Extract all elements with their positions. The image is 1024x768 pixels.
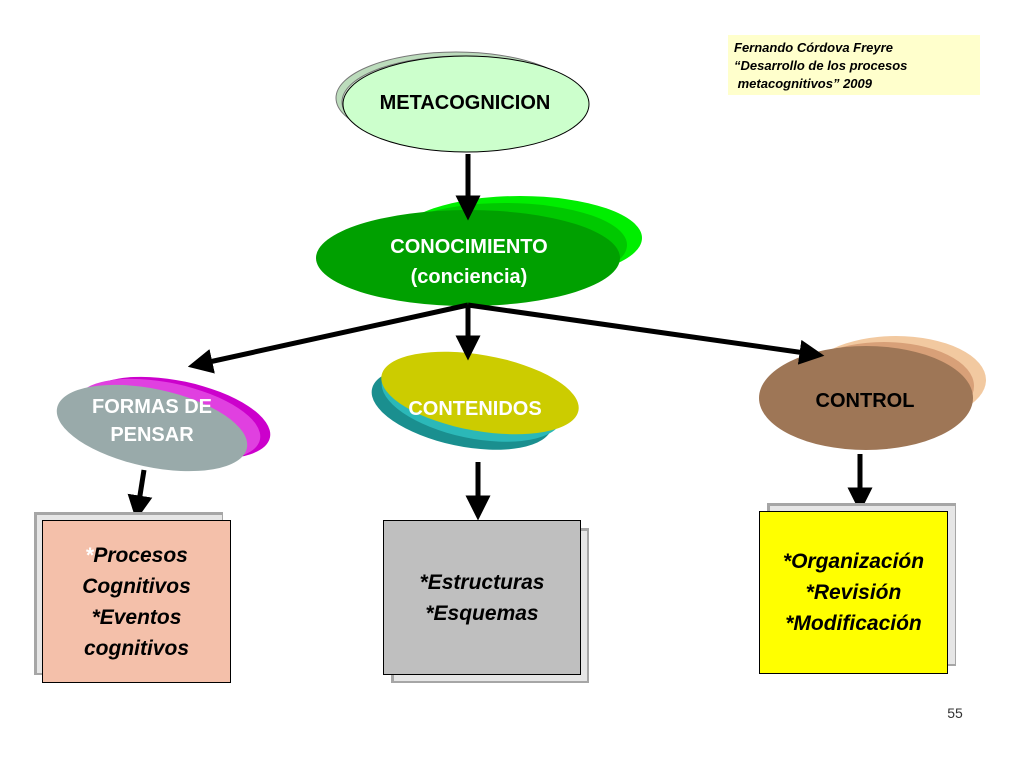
conocimiento-node	[316, 196, 642, 306]
conocimiento-label: CONOCIMIENTO (conciencia)	[316, 232, 622, 292]
metacognicion-label: METACOGNICION	[379, 92, 551, 114]
page-number: 55	[947, 705, 963, 721]
control-label: CONTROL	[815, 390, 915, 412]
citation-author: Fernando Córdova Freyre	[734, 40, 893, 55]
arrow-formas-to-box	[127, 469, 153, 521]
formas-label-line2: PENSAR	[110, 424, 194, 446]
box-procesos-star: *	[85, 543, 94, 567]
formas-label-line1: FORMAS DE	[92, 396, 212, 418]
citation-title-line2: metacognitivos” 2009	[734, 76, 872, 91]
contenidos-label: CONTENIDOS	[408, 398, 542, 420]
box-procesos-line2: Cognitivos	[82, 574, 191, 598]
box-estructuras: *Estructuras *Esquemas	[383, 520, 581, 675]
conocimiento-label-line2: (conciencia)	[410, 266, 528, 288]
connectors	[127, 154, 873, 521]
conocimiento-label-line1: CONOCIMIENTO	[390, 236, 548, 258]
formas-label: FORMAS DE PENSAR	[52, 393, 252, 449]
arrow-conocimiento-to-formas	[187, 302, 469, 374]
box-procesos-word: Procesos	[93, 543, 188, 567]
box-organizacion: *Organización *Revisión *Modificación	[759, 511, 948, 674]
box-procesos-line1: *Procesos	[85, 540, 188, 571]
control-node	[759, 336, 986, 450]
box-estructuras-line1: *Estructuras	[419, 570, 545, 594]
box-procesos-line3: *Eventos	[91, 605, 182, 629]
box-organizacion-line2: *Revisión	[805, 581, 902, 604]
box-organizacion-line3: *Modificación	[785, 612, 922, 635]
box-procesos: *Procesos Cognitivos *Eventos cognitivos	[42, 520, 231, 683]
formas-node	[56, 376, 271, 472]
citation-title-line1: “Desarrollo de los procesos	[734, 58, 908, 73]
citation-box: Fernando Córdova Freyre “Desarrollo de l…	[728, 35, 980, 95]
arrow-conocimiento-to-control	[467, 302, 825, 365]
box-procesos-line4: cognitivos	[83, 636, 189, 660]
contenidos-node	[371, 351, 579, 450]
box-organizacion-line1: *Organización	[782, 550, 925, 573]
metacognicion-node	[335, 51, 590, 153]
box-estructuras-line2: *Esquemas	[425, 601, 539, 625]
